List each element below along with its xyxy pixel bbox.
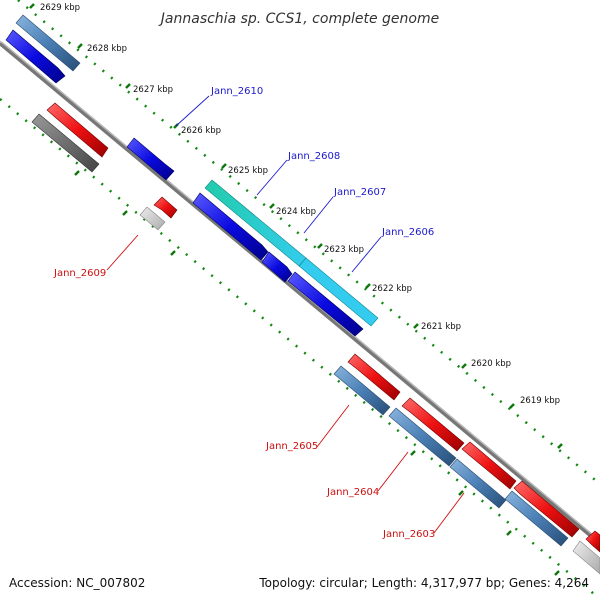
label-jann-2603[interactable]: Jann_2603 <box>382 529 435 540</box>
gene-red-2602a[interactable] <box>513 480 580 538</box>
gene-jann-2606[interactable] <box>298 257 379 327</box>
gene-light-edge[interactable] <box>572 540 600 575</box>
gene-jann-2605[interactable] <box>333 365 391 416</box>
gene-jann-2607-blue-c[interactable] <box>287 271 364 337</box>
gene-steel-top-left[interactable] <box>15 14 81 72</box>
map-title: Jannaschia sp. CCS1, complete genome <box>158 11 439 27</box>
kbp-label-2622: 2622 kbp <box>372 284 412 294</box>
label-jann-2609[interactable]: Jann_2609 <box>53 268 106 279</box>
gene-jann-2604[interactable] <box>388 407 457 467</box>
accession-text: Accession: NC_007802 <box>9 576 145 590</box>
label-jann-2607[interactable]: Jann_2607 <box>333 187 386 198</box>
label-jann-2610[interactable]: Jann_2610 <box>210 86 263 97</box>
kbp-label-2624: 2624 kbp <box>276 207 316 217</box>
inner-tick-track <box>0 98 600 600</box>
leader-lines <box>106 95 465 534</box>
genome-backbone <box>0 41 600 545</box>
kbp-label-2626: 2626 kbp <box>181 126 221 136</box>
kbp-label-2627: 2627 kbp <box>133 85 173 95</box>
gene-jann-2607-blue-a[interactable] <box>192 192 269 261</box>
gene-red-edge[interactable] <box>585 530 600 553</box>
label-jann-2605[interactable]: Jann_2605 <box>265 441 318 452</box>
gene-jann-2609-light[interactable] <box>139 206 166 231</box>
kbp-label-2619: 2619 kbp <box>520 396 560 406</box>
gene-red-2603a[interactable] <box>461 441 517 490</box>
kbp-label-2620: 2620 kbp <box>471 359 511 369</box>
kbp-major-ticks <box>29 3 563 576</box>
kbp-label-2625: 2625 kbp <box>228 166 268 176</box>
gene-red-2604a[interactable] <box>401 397 465 452</box>
label-jann-2606[interactable]: Jann_2606 <box>381 227 434 238</box>
gene-steel-2602[interactable] <box>504 490 569 547</box>
kbp-label-2628: 2628 kbp <box>87 44 127 54</box>
gene-red-left[interactable] <box>46 102 109 158</box>
outer-tick-track <box>17 0 600 485</box>
topology-text: Topology: circular; Length: 4,317,977 bp… <box>258 576 589 590</box>
gene-jann-2610[interactable] <box>126 137 175 181</box>
gene-blue-top-left[interactable] <box>5 29 66 84</box>
label-jann-2604[interactable]: Jann_2604 <box>326 487 379 498</box>
kbp-label-2621: 2621 kbp <box>421 322 461 332</box>
gene-gray-left[interactable] <box>31 113 100 173</box>
gene-red-2605a[interactable] <box>347 353 401 401</box>
gene-jann-2607-blue-b[interactable] <box>261 251 293 283</box>
kbp-label-2623: 2623 kbp <box>324 245 364 255</box>
gene-jann-2603[interactable] <box>449 458 507 509</box>
gene-jann-2609-red[interactable] <box>153 196 178 219</box>
label-jann-2608[interactable]: Jann_2608 <box>287 151 340 162</box>
kbp-label-2629: 2629 kbp <box>40 3 80 13</box>
